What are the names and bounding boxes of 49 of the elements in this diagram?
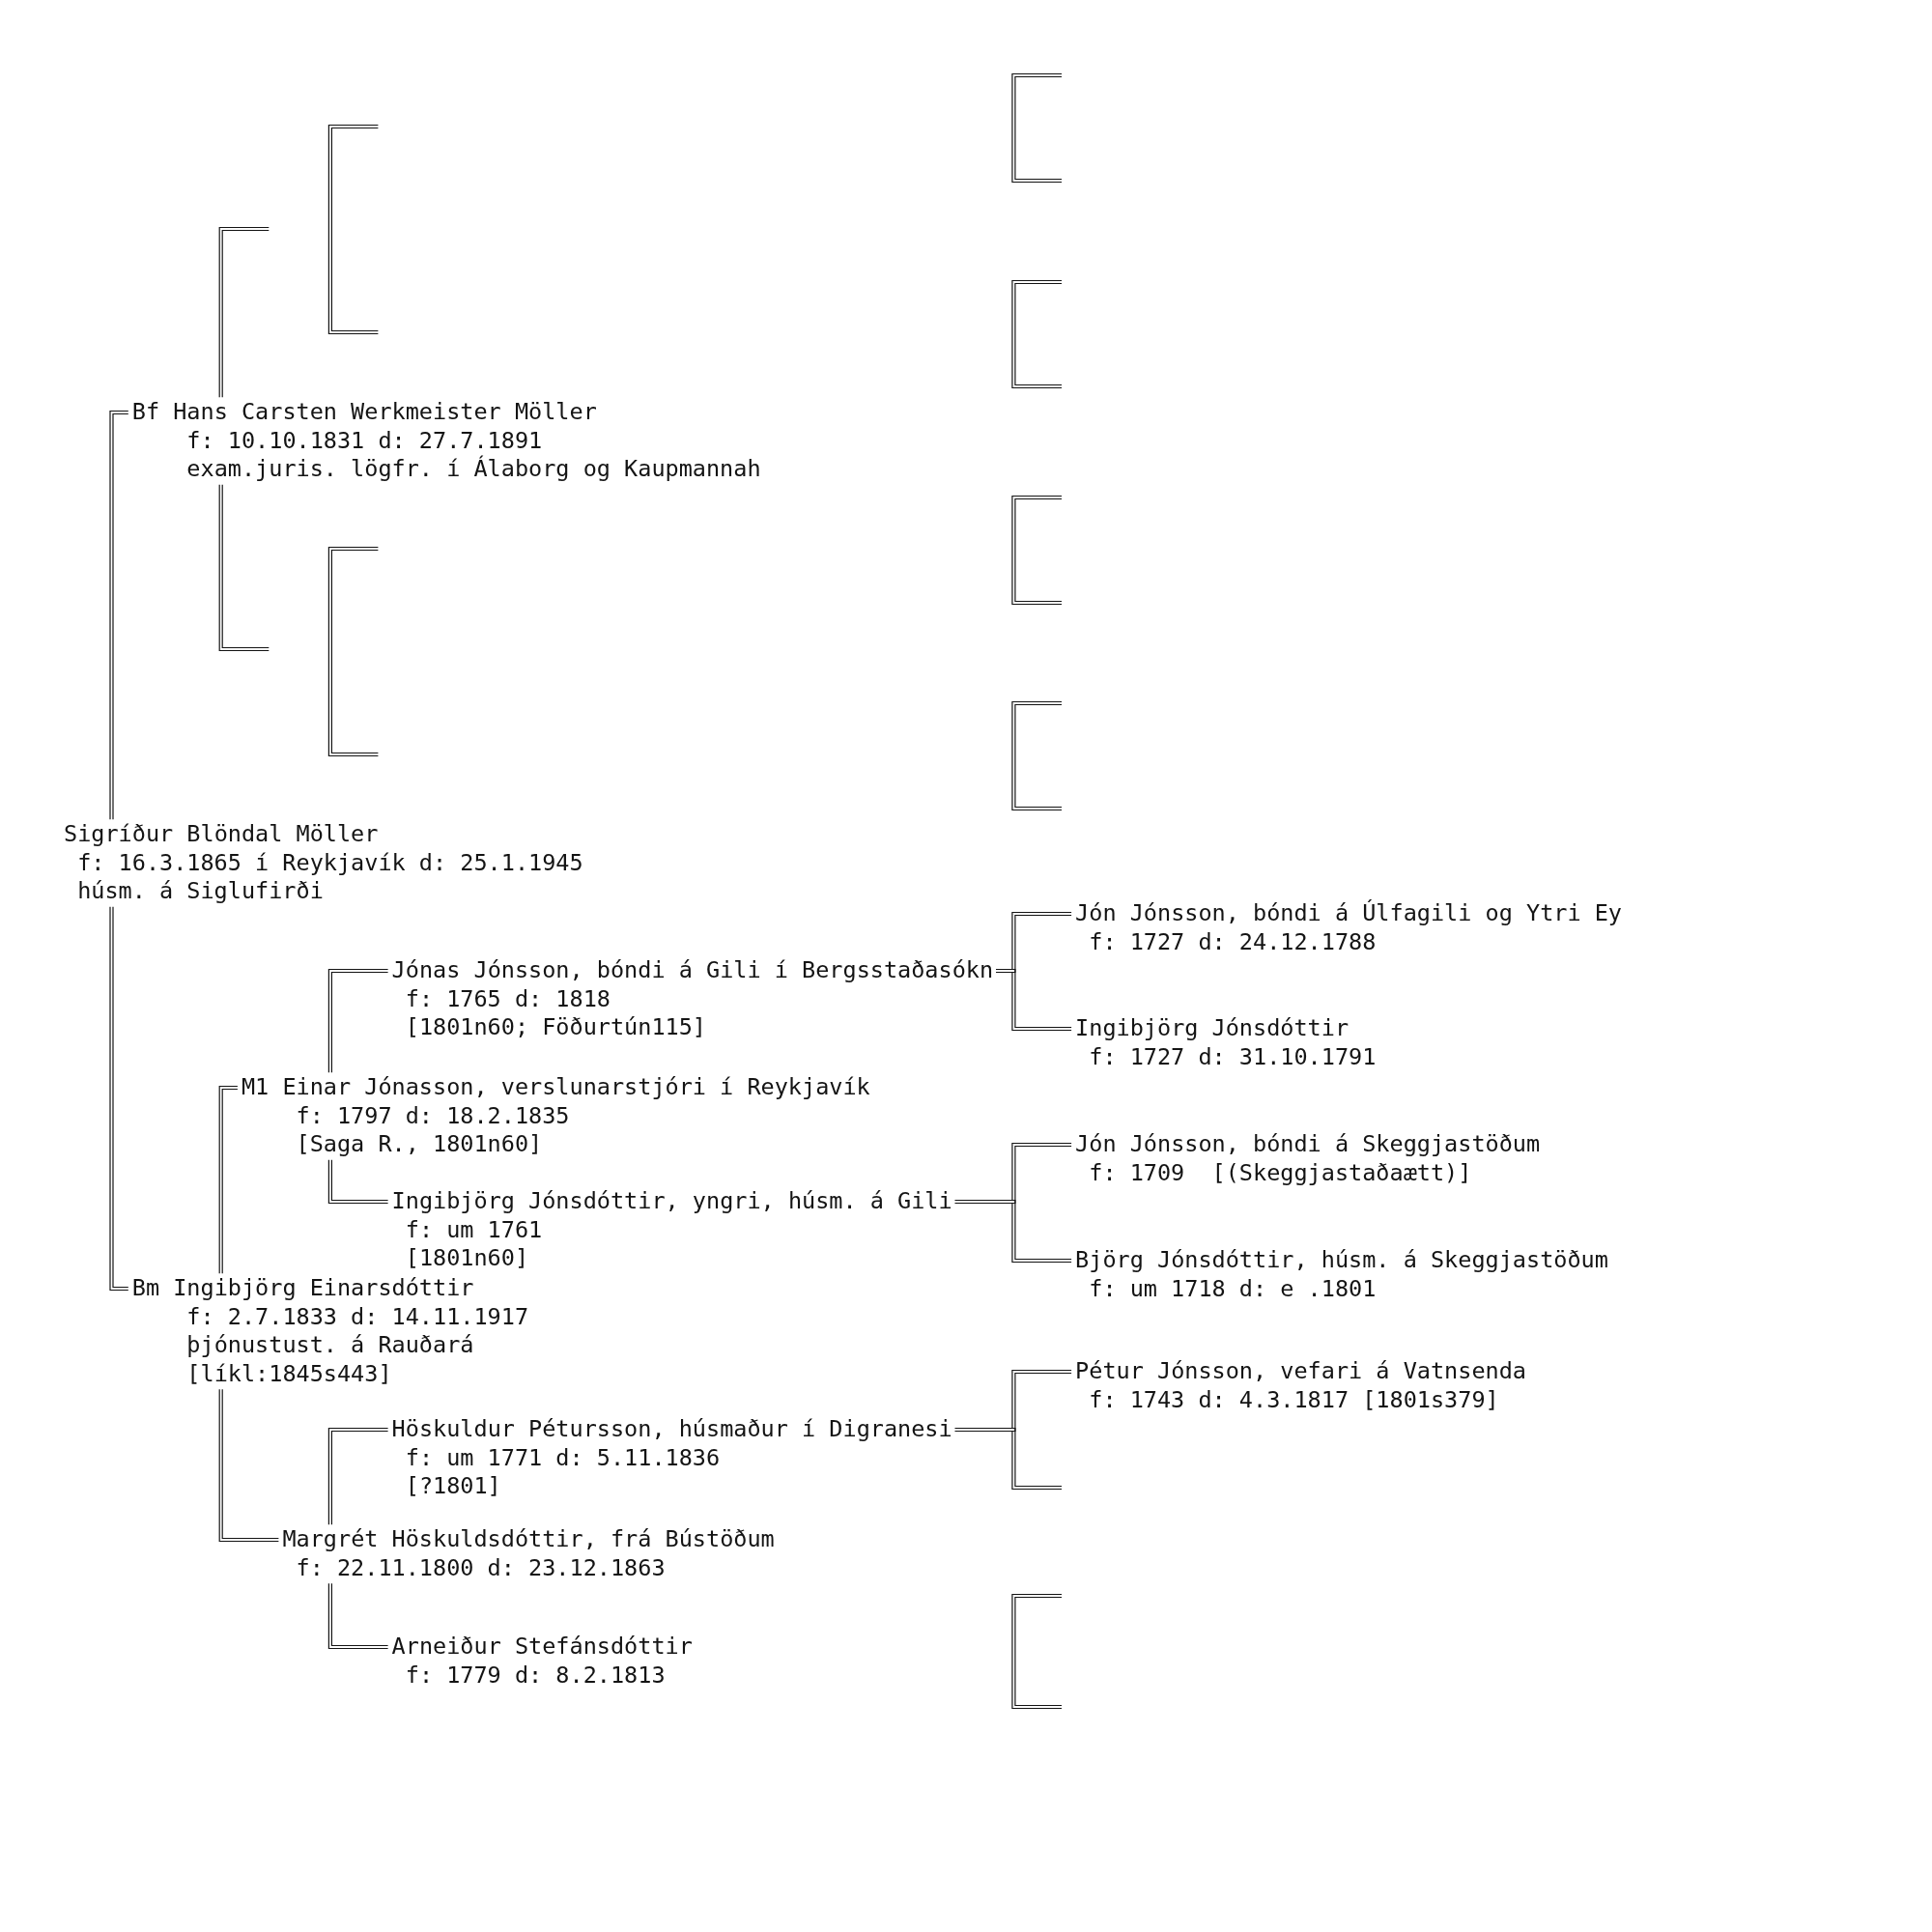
person-detail: f: 1765 d: 1818 [405, 984, 611, 1014]
connector-line [327, 968, 389, 1073]
person-detail: exam.juris. lögfr. í Álaborg og Kaupmannah [186, 455, 761, 484]
person-name: Ingibjörg Jónsdóttir, yngri, húsm. á Gili [391, 1187, 952, 1216]
person-detail: f: 1727 d: 24.12.1788 [1089, 927, 1377, 957]
connector-line [218, 226, 270, 398]
connector-line [327, 1582, 389, 1650]
connector-line [995, 968, 1072, 1032]
person-detail: f: 1709 [(Skeggjastaðaætt)] [1089, 1158, 1472, 1188]
connector-line [218, 1085, 239, 1274]
person-detail: f: um 1771 d: 5.11.1836 [405, 1443, 721, 1473]
person-detail: f: 10.10.1831 d: 27.7.1891 [186, 426, 543, 455]
person-detail: [1801n60; Föðurtún115] [405, 1013, 706, 1042]
person-detail: f: 16.3.1865 í Reykjavík d: 25.1.1945 [77, 848, 583, 878]
connector-line [327, 1427, 389, 1525]
person-detail: f: um 1761 [405, 1215, 543, 1245]
person-detail: f: 22.11.1800 d: 23.12.1863 [296, 1553, 666, 1583]
connector-line [218, 1388, 279, 1543]
person-name: Jón Jónsson, bóndi á Skeggjastöðum [1075, 1130, 1541, 1159]
person-detail: [Saga R., 1801n60] [296, 1130, 543, 1159]
person-detail: f: 1743 d: 4.3.1817 [1801s379] [1089, 1385, 1499, 1415]
connector-line [109, 906, 129, 1292]
connector-line [218, 484, 270, 652]
connector-line [954, 1199, 1072, 1264]
connector-line [954, 1427, 1063, 1491]
person-detail: [1801n60] [405, 1244, 529, 1273]
person-detail: f: 1779 d: 8.2.1813 [405, 1661, 666, 1690]
person-name: Björg Jónsdóttir, húsm. á Skeggjastöðum [1075, 1246, 1608, 1275]
person-detail: húsm. á Siglufirði [77, 877, 324, 906]
person-name: Ingibjörg Jónsdóttir [1075, 1014, 1350, 1043]
person-name: Jón Jónsson, bóndi á Úlfagili og Ytri Ey [1075, 899, 1623, 928]
person-name: Margrét Höskuldsdóttir, frá Bústöðum [282, 1525, 775, 1554]
person-name: Jónas Jónsson, bóndi á Gili í Bergsstaðasókn [391, 956, 994, 985]
connector-line [109, 410, 129, 820]
person-detail: f: 1727 d: 31.10.1791 [1089, 1042, 1377, 1072]
person-name: M1 Einar Jónasson, verslunarstjóri í Reykjavík [241, 1073, 870, 1102]
person-detail: f: 2.7.1833 d: 14.11.1917 [186, 1302, 529, 1332]
person-name: Pétur Jónsson, vefari á Vatnsenda [1075, 1357, 1526, 1386]
person-detail: þjónustust. á Rauðará [186, 1331, 474, 1360]
person-name: Bm Ingibjörg Einarsdóttir [131, 1274, 474, 1303]
person-detail: [?1801] [405, 1472, 501, 1501]
person-name: Arneiður Stefánsdóttir [391, 1633, 693, 1662]
person-name: Höskuldur Pétursson, húsmaður í Digranesi [391, 1415, 952, 1444]
connector-line [327, 1159, 389, 1205]
person-detail: [líkl:1845s443] [186, 1359, 392, 1389]
person-name: Sigríður Blöndal Möller [64, 820, 379, 849]
person-detail: f: um 1718 d: e .1801 [1089, 1274, 1377, 1304]
person-detail: f: 1797 d: 18.2.1835 [296, 1101, 570, 1131]
person-name: Bf Hans Carsten Werkmeister Möller [131, 398, 597, 427]
